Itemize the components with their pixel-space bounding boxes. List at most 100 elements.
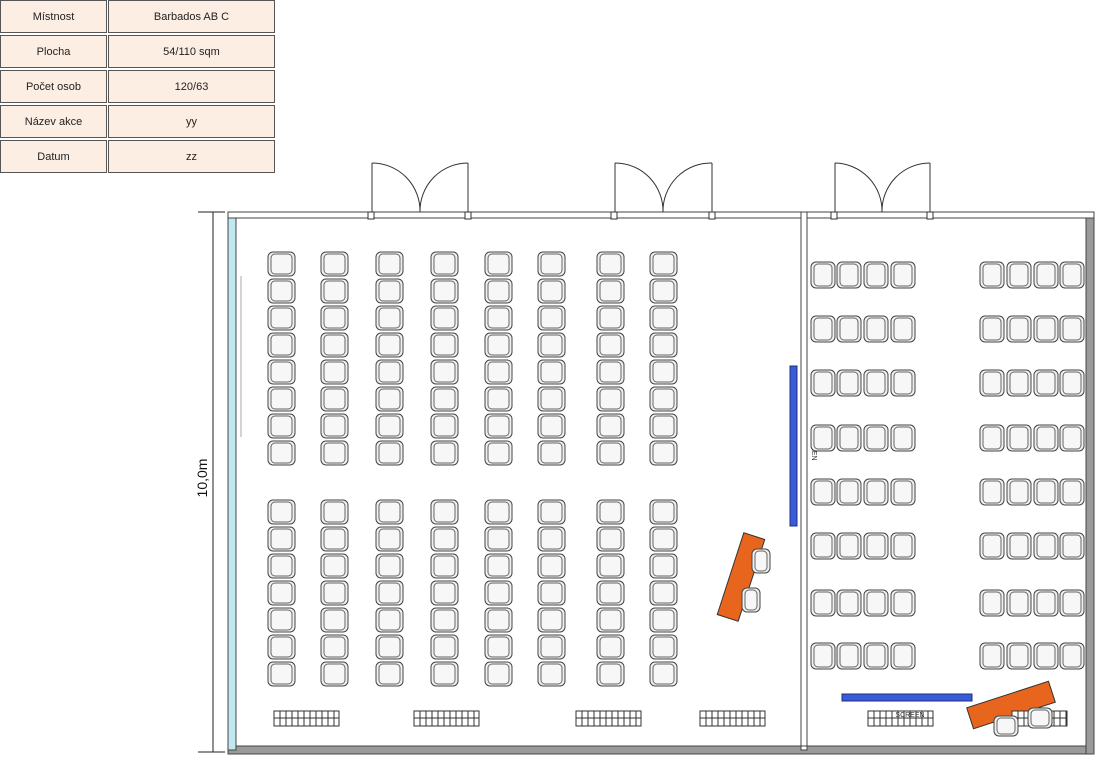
chair: [375, 332, 404, 358]
chair: [430, 359, 459, 385]
chair: [484, 278, 513, 304]
chair: [537, 607, 566, 633]
chair: [596, 413, 625, 439]
chair: [537, 526, 566, 552]
doors: [367, 162, 934, 220]
chair: [484, 607, 513, 633]
chair: [649, 499, 678, 525]
chair: [751, 548, 771, 574]
info-label-event-name: Název akce: [0, 105, 107, 138]
chair: [484, 580, 513, 606]
chair: [375, 499, 404, 525]
chair: [863, 315, 889, 343]
chair: [375, 278, 404, 304]
chair: [979, 315, 1005, 343]
chair: [267, 413, 296, 439]
chair: [836, 369, 862, 397]
dimension-label: 10,0m: [194, 458, 210, 498]
chair: [649, 278, 678, 304]
chair: [649, 332, 678, 358]
chair: [863, 589, 889, 617]
chair: [836, 315, 862, 343]
chair: [596, 526, 625, 552]
chair: [1033, 315, 1059, 343]
chair: [1059, 478, 1085, 506]
chair: [1006, 315, 1032, 343]
chair: [375, 634, 404, 660]
chair: [863, 532, 889, 560]
chair: [1059, 261, 1085, 289]
chair: [375, 580, 404, 606]
vent: [273, 710, 340, 727]
chair: [863, 642, 889, 670]
chair: [267, 661, 296, 687]
chair: [596, 359, 625, 385]
info-label-area: Plocha: [0, 35, 107, 68]
chair: [375, 661, 404, 687]
chair: [267, 305, 296, 331]
chair: [375, 607, 404, 633]
info-value-event-name: yy: [108, 105, 275, 138]
info-value-persons: 120/63: [108, 70, 275, 103]
chair: [1059, 589, 1085, 617]
chair: [484, 332, 513, 358]
chair: [484, 499, 513, 525]
chair: [430, 278, 459, 304]
chair: [537, 413, 566, 439]
chair: [649, 661, 678, 687]
chair: [320, 526, 349, 552]
chair: [430, 413, 459, 439]
vents: [273, 710, 1068, 727]
chair: [1006, 478, 1032, 506]
chair: [320, 440, 349, 466]
chair: [320, 499, 349, 525]
chair: [979, 642, 1005, 670]
chair: [537, 580, 566, 606]
chair: [810, 478, 836, 506]
chair: [375, 440, 404, 466]
chair: [267, 440, 296, 466]
screen-right: [841, 693, 973, 702]
chair: [267, 359, 296, 385]
chair: [596, 553, 625, 579]
chair: [649, 251, 678, 277]
chair: [649, 526, 678, 552]
chair: [1033, 532, 1059, 560]
vent: [699, 710, 766, 727]
chair: [537, 278, 566, 304]
chair: [649, 553, 678, 579]
chair: [1059, 369, 1085, 397]
chair: [320, 278, 349, 304]
chair: [863, 424, 889, 452]
chair: [890, 589, 916, 617]
chair: [836, 642, 862, 670]
chair: [649, 634, 678, 660]
chair: [836, 532, 862, 560]
chair: [267, 526, 296, 552]
chair: [979, 369, 1005, 397]
chair: [1027, 707, 1053, 729]
chair: [375, 386, 404, 412]
chair: [596, 634, 625, 660]
info-value-date: zz: [108, 140, 275, 173]
chair: [1006, 369, 1032, 397]
chair: [596, 607, 625, 633]
chair: [537, 332, 566, 358]
chair: [484, 359, 513, 385]
chair: [810, 589, 836, 617]
chair: [537, 359, 566, 385]
chair: [537, 553, 566, 579]
chair: [1006, 261, 1032, 289]
chair: [649, 580, 678, 606]
chair: [267, 580, 296, 606]
chair: [1033, 642, 1059, 670]
chair: [890, 424, 916, 452]
chairs: [267, 251, 1085, 737]
chair: [836, 261, 862, 289]
chair: [979, 478, 1005, 506]
chair: [863, 261, 889, 289]
chair: [1006, 532, 1032, 560]
chair: [810, 532, 836, 560]
chair: [267, 251, 296, 277]
chair: [810, 642, 836, 670]
